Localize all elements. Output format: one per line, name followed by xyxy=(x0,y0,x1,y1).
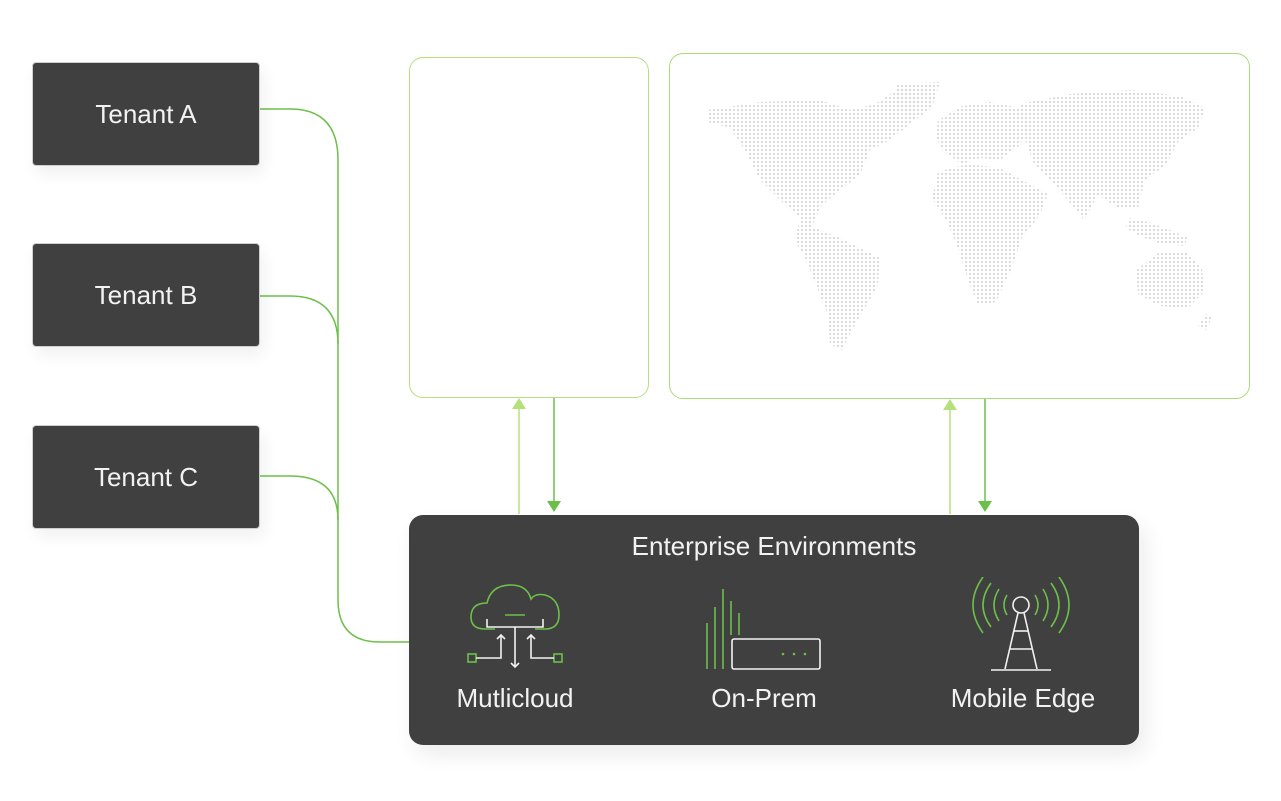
tenant-a-box: Tenant A xyxy=(32,62,260,166)
server-icon xyxy=(706,589,821,670)
tenant-c-box: Tenant C xyxy=(32,425,260,529)
cloud-icon xyxy=(467,584,563,669)
mobile-edge-label: Mobile Edge xyxy=(950,683,1096,713)
tenant-b-box: Tenant B xyxy=(32,243,260,347)
enterprise-environments-box: Enterprise Environments xyxy=(409,515,1139,745)
empty-panel xyxy=(409,57,649,398)
tenant-c-connector xyxy=(258,475,339,521)
multicloud-label: Mutlicloud xyxy=(456,683,574,713)
cell-tower-icon xyxy=(972,577,1070,671)
world-map-icon xyxy=(708,82,1212,350)
enterprise-title: Enterprise Environments xyxy=(631,531,917,561)
tenant-a-connector xyxy=(258,108,409,643)
tenant-b-connector xyxy=(258,295,339,345)
tenant-a-label: Tenant A xyxy=(95,98,197,129)
tenant-c-label: Tenant C xyxy=(93,461,199,492)
tenant-b-label: Tenant B xyxy=(94,279,198,310)
on-prem-label: On-Prem xyxy=(711,683,817,713)
